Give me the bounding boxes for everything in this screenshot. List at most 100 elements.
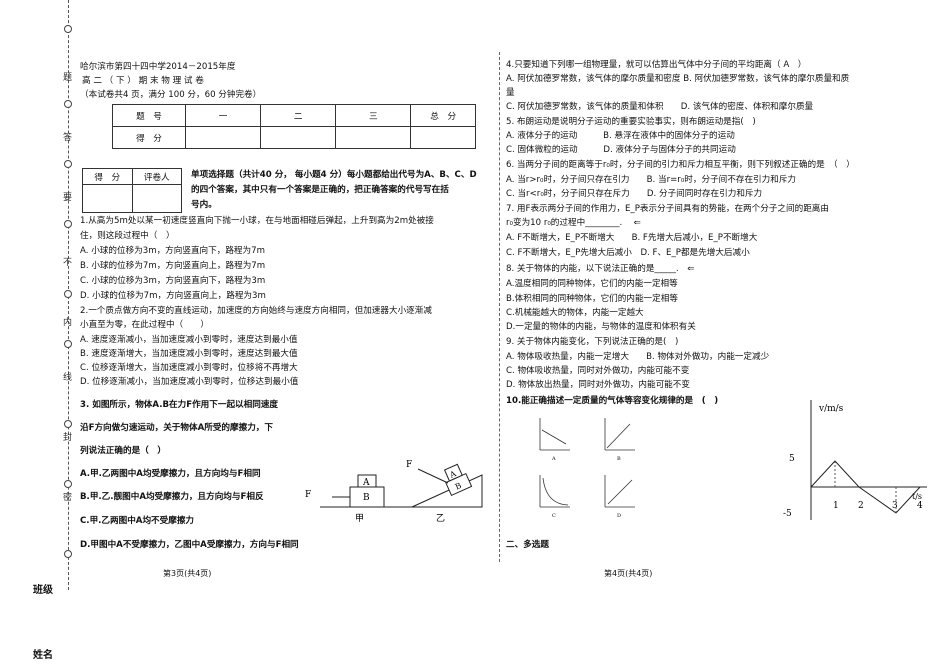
score-cell xyxy=(335,126,412,149)
q2-option: B. 速度逐渐增大，当加速度减小到零时，速度达到最大值 xyxy=(80,349,298,359)
block-a-incline xyxy=(443,463,463,482)
seal-char: 内 xyxy=(63,318,73,328)
seal-char: 封 xyxy=(63,433,73,443)
q1-option: B. 小球的位移为7m，方向竖直向上，路程为7m xyxy=(80,261,266,271)
q3-stem: 列说法正确的是（ ） xyxy=(80,446,166,456)
q2-stem: 2.一个质点做方向不变的直线运动，加速度的方向始终与速度方向相同，但加速器大小逐… xyxy=(80,306,432,316)
q4-option: 量 xyxy=(506,88,515,98)
binding-hole xyxy=(64,340,72,348)
section1-heading-line: 号内。 xyxy=(191,200,217,210)
seal-char: 密 xyxy=(63,493,73,503)
q1-stem: 1.从高为5m处以某一初速度竖直向下抛一小球，在与地面相碰后弹起，上升到高为2m… xyxy=(80,216,434,226)
score-cell xyxy=(410,126,476,149)
q10-label-d: D xyxy=(617,513,621,519)
binding-hole xyxy=(64,420,72,428)
q6-option: A. 当r>r₀时，分子间只存在引力 B. 当r=r₀时，分子间不存在引力和斥力 xyxy=(506,175,797,185)
vt-xlabel: t/s xyxy=(912,492,922,501)
binding-hole xyxy=(64,290,72,298)
q9-option: A. 物体吸收热量，内能一定增大 B. 物体对外做功，内能一定减少 xyxy=(506,352,770,362)
q7-stem: r₀变为10 r₀的过程中________. ⇐ xyxy=(506,218,641,228)
label-b-incline: B xyxy=(454,481,463,492)
force-arrow-yi xyxy=(417,468,449,484)
q4-option: C. 阿伏加德罗常数，该气体的质量和体积 D. 该气体的密度、体积和摩尔质量 xyxy=(506,102,814,112)
section1-heading-line: 的四个答案，其中只有一个答案是正确的，把正确答案的代号写在括 xyxy=(191,185,449,195)
q9-option: C. 物体吸收热量，同时对外做功，内能可能不变 xyxy=(506,366,690,376)
right-page-number: 第4页(共4页) xyxy=(604,569,653,578)
q8-option: A.温度相同的同种物体，它们的内能一定相等 xyxy=(506,279,678,289)
q7-option: C. F不断增大，E_P先增大后减小 D. F、E_P都是先增大后减小 xyxy=(506,248,750,258)
q1-option: C. 小球的位移为3m，方向竖直向下，路程为3m xyxy=(80,276,266,286)
left-page-number: 第3页(共4页) xyxy=(163,569,212,578)
binding-hole xyxy=(64,25,72,33)
q10-graph-d: D xyxy=(604,475,635,519)
q8-stem: 8. 关于物体的内能，以下说法正确的是_____. ⇐ xyxy=(506,264,695,274)
score-header-cell: 一 xyxy=(185,104,262,127)
q10-stem: 10.能正确描述一定质量的气体等容变化规律的是 ( ) xyxy=(506,396,719,406)
q10-graph-c: C xyxy=(539,475,570,519)
q3-option: C.甲.乙两图中A均不受摩擦力 xyxy=(80,516,195,526)
binding-hole xyxy=(64,220,72,228)
binding-hole xyxy=(64,480,72,488)
q4-option: A. 阿伏加德罗常数，该气体的摩尔质量和密度 B. 阿伏加德罗常数，该气体的摩尔… xyxy=(506,74,850,84)
binding-hole xyxy=(64,160,72,168)
school-name: 哈尔滨市第四十四中学2014－2015年度 xyxy=(80,62,236,72)
label-a: A xyxy=(362,478,370,488)
q1-option: A. 小球的位移为3m，方向竖直向下，路程为7m xyxy=(80,246,265,256)
q2-stem: 小直至为零，在此过程中（ ） xyxy=(80,320,209,330)
seal-char: 题 xyxy=(63,73,73,83)
q8-option: B.体积相同的同种物体，它们的内能一定相等 xyxy=(506,294,678,304)
score-cell xyxy=(185,126,262,149)
q2-option: D. 位移逐渐减小，当加速度减小到零时，位移达到最小值 xyxy=(80,377,299,387)
q2-option: A. 速度逐渐减小，当加速度减小到零时，速度达到最小值 xyxy=(80,335,298,345)
vt-graph: v/m/s t/s 5 -5 1 2 3 4 xyxy=(783,400,927,520)
column-divider xyxy=(499,52,501,562)
block-a xyxy=(357,474,377,488)
vt-curve xyxy=(810,460,921,514)
section1-heading-line: 单项选择题（共计40 分， 每小题4 分）每小题都给出代号为A、B、C、D xyxy=(191,170,477,180)
label-a-incline: A xyxy=(448,469,458,480)
q7-stem: 7. 用F表示两分子间的作用力，E_P表示分子间具有的势能，在两个分子之间的距离… xyxy=(506,204,829,214)
q5-stem: 5. 布朗运动是说明分子运动的重要实验事实，则布朗运动是指( ) xyxy=(506,117,756,127)
label-b: B xyxy=(363,493,370,503)
q5-option: A. 液体分子的运动 B. 悬浮在液体中的固体分子的运动 xyxy=(506,131,735,141)
grader-score-label: 得 分 xyxy=(82,168,133,185)
q3-stem: 沿F方向做匀速运动，关于物体A所受的摩擦力，下 xyxy=(80,423,273,433)
q3-stem: 3. 如图所示，物体A.B在力F作用下一起以相同速度 xyxy=(80,400,279,410)
grader-score-cell xyxy=(82,184,133,213)
q10-graphs: A B C D xyxy=(539,418,635,519)
q9-option: D. 物体放出热量，同时对外做功，内能可能不变 xyxy=(506,380,690,390)
q1-stem: 住，则这段过程中（ ） xyxy=(80,231,175,241)
vt-xtick: 2 xyxy=(858,501,864,511)
vt-ytick: 5 xyxy=(789,454,795,464)
score-table: 题 号 一 二 三 总 分 得 分 xyxy=(111,104,476,149)
q4-stem: 4.只要知道下列哪一组物理量，就可以估算出气体中分子间的平均距离（ A ） xyxy=(506,60,807,70)
seal-char: 不 xyxy=(63,258,73,268)
q5-option: C. 固体微粒的运动 D. 液体分子与固体分子的共同运动 xyxy=(506,145,736,155)
q3-option: D.甲图中A不受摩擦力，乙图中A受摩擦力，方向与F相同 xyxy=(80,540,299,550)
q9-stem: 9. 关于物体内能变化，下列说法正确的是( ) xyxy=(506,337,679,347)
vt-ylabel: v/m/s xyxy=(818,404,844,414)
name-label: 姓名 xyxy=(33,650,53,661)
class-label: 班级 xyxy=(33,585,53,596)
score-header-cell: 二 xyxy=(260,104,337,127)
vt-xtick: 1 xyxy=(833,501,839,511)
label-yi: 乙 xyxy=(436,513,445,524)
incline xyxy=(411,474,483,508)
q6-stem: 6. 当两分子间的距离等于r₀时，分子间的引力和斥力相互平衡，则下列叙述正确的是… xyxy=(506,160,855,170)
exam-info: （本试卷共4 页，满分 100 分，60 分钟完卷） xyxy=(80,90,262,100)
binding-hole xyxy=(64,550,72,558)
seal-char: 要 xyxy=(63,193,73,203)
score-cell xyxy=(260,126,337,149)
q7-option: A. F不断增大，E_P不断增大 B. F先增大后减小，E_P不断增大 xyxy=(506,233,758,243)
q10-label-c: C xyxy=(552,513,556,519)
q2-option: C. 位移逐渐增大，当加速度减小到零时，位移将不再增大 xyxy=(80,363,298,373)
section2-heading: 二、多选题 xyxy=(506,540,549,550)
label-jia: 甲 xyxy=(355,513,364,524)
seal-char: 线 xyxy=(63,373,73,383)
vt-xtick: 3 xyxy=(892,501,898,511)
vt-ytick: -5 xyxy=(783,509,792,519)
force-label-yi: F xyxy=(406,460,412,470)
score-header-cell: 题 号 xyxy=(111,104,187,127)
q8-option: C.机械能越大的物体，内能一定越大 xyxy=(506,308,644,318)
q3-option: B.甲.乙.靓图中A均受摩擦力，且方向均与F相反 xyxy=(80,492,264,502)
